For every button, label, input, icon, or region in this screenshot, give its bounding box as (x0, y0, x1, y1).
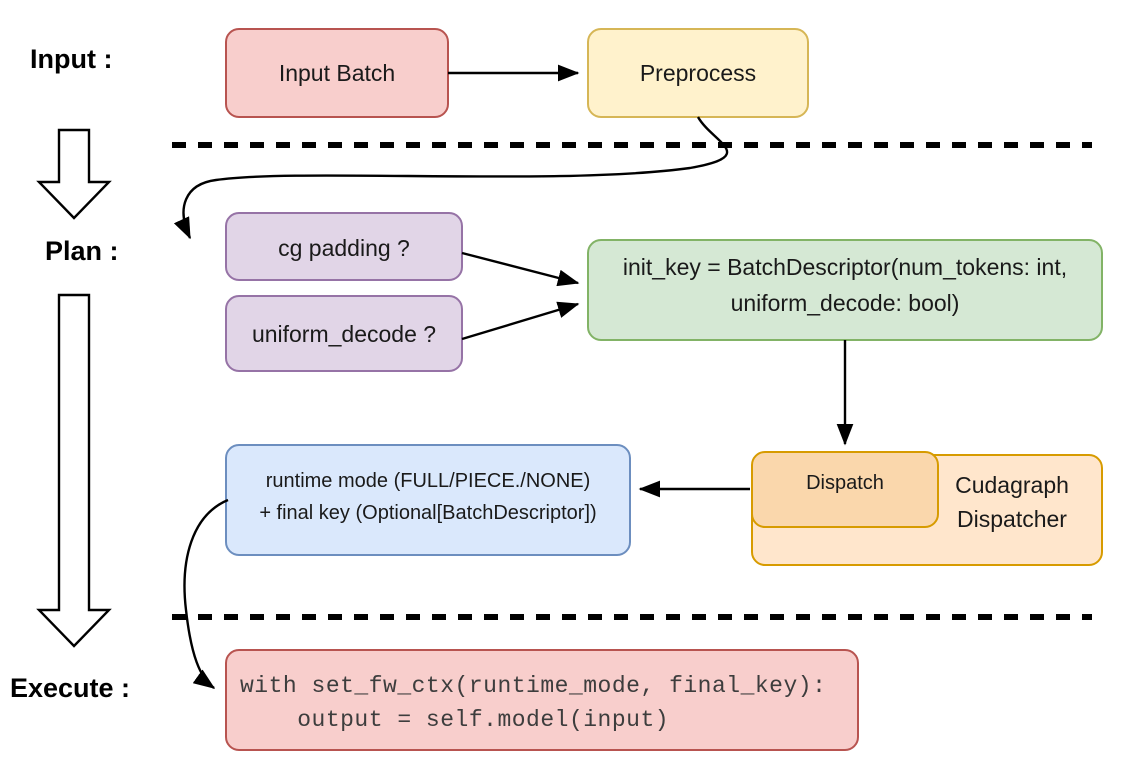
node-cg-padding-label: cg padding ? (278, 235, 410, 261)
plan-to-execute-arrow (36, 293, 112, 648)
node-cg-padding[interactable] (225, 212, 463, 281)
edge-runtime-mode-to-execute-code (183, 498, 229, 689)
node-dispatch-label: Dispatch (806, 472, 884, 494)
node-dispatch[interactable] (751, 451, 939, 528)
node-cudagraph-dispatcher-line2: Dispatcher (957, 506, 1067, 532)
node-init-key-line1: init_key = BatchDescriptor(num_tokens: i… (623, 254, 1067, 280)
node-runtime-mode-line2: + final key (Optional[BatchDescriptor]) (259, 502, 596, 524)
node-cudagraph-dispatcher-line1: Cudagraph (955, 472, 1069, 498)
stage-label-plan: Plan : (45, 236, 119, 266)
node-init-key-line2: uniform_decode: bool) (731, 290, 960, 316)
edge-cg-padding-to-init-key (461, 251, 580, 287)
edge-uniform-decode-to-init-key (461, 301, 580, 341)
node-execute-code[interactable] (225, 649, 859, 751)
stage-label-execute: Execute : (10, 673, 130, 703)
node-runtime-mode-line1: runtime mode (FULL/PIECE./NONE) (266, 470, 591, 492)
input-to-plan-arrow (36, 128, 112, 220)
edge-preprocess-to-cg-padding (173, 116, 729, 240)
node-execute-code-line1: with set_fw_ctx(runtime_mode, final_key)… (240, 673, 826, 699)
stage-label-input: Input : (30, 44, 112, 74)
node-execute-code-line2: output = self.model(input) (240, 707, 669, 733)
node-runtime-mode[interactable] (225, 444, 631, 556)
node-input-batch-label: Input Batch (279, 60, 395, 86)
node-preprocess-label: Preprocess (640, 60, 756, 86)
node-uniform-decode[interactable] (225, 295, 463, 372)
node-uniform-decode-label: uniform_decode ? (252, 321, 436, 347)
